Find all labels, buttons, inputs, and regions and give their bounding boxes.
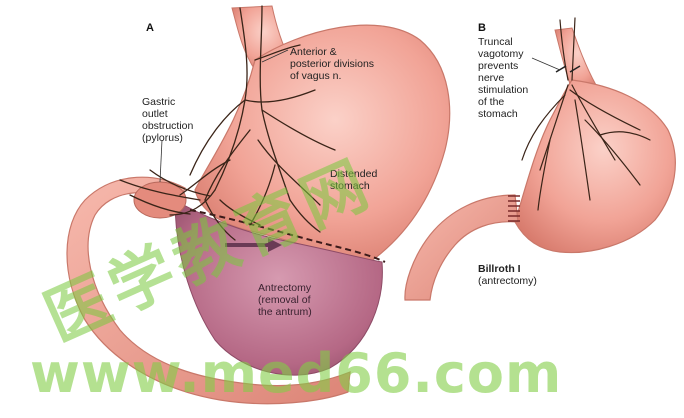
panel-letter-a: A: [146, 22, 154, 34]
label-billroth: Billroth I: [478, 263, 521, 275]
panel-letter-b: B: [478, 22, 486, 34]
pointer-outlet: [160, 140, 162, 182]
label-vagus: Anterior & posterior divisions of vagus …: [290, 46, 374, 82]
watermark-url: www.med66.com: [30, 342, 562, 405]
label-billroth-sub: (antrectomy): [478, 275, 537, 287]
label-truncal-vagotomy: Truncal vagotomy prevents nerve stimulat…: [478, 36, 528, 120]
pointer-truncal: [532, 58, 560, 70]
label-antrectomy: Antrectomy (removal of the antrum): [258, 282, 312, 318]
label-gastric-outlet: Gastric outlet obstruction (pylorus): [142, 96, 193, 144]
